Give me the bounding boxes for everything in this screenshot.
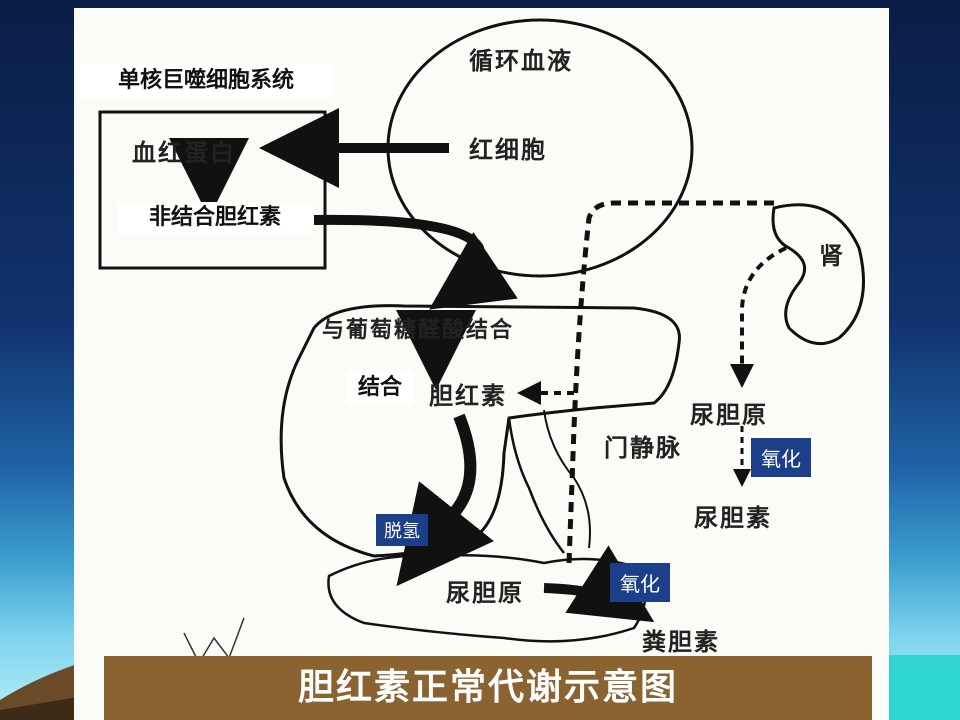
label-stercobilin: 粪胆素 — [642, 628, 720, 656]
kidney-to-uro-dashed — [730, 246, 787, 388]
liver-outline — [279, 304, 681, 558]
label-hemoglobin: 血红蛋白 — [132, 139, 236, 167]
label-urobilin: 尿胆素 — [694, 504, 772, 532]
label-urobilinogen-kidney: 尿胆原 — [690, 401, 768, 429]
label-urobilinogen-gut: 尿胆原 — [446, 579, 524, 607]
label-portal-vein: 门静脉 — [604, 434, 682, 462]
uncon-to-liver-arrow — [313, 214, 518, 310]
hand-sketch — [183, 617, 245, 665]
label-mono-system: 单核巨噬细胞系统 — [80, 64, 332, 98]
label-rbc: 红细胞 — [469, 136, 547, 164]
bili-to-gut-arrow — [396, 413, 494, 587]
label-conjugated: 结合 — [346, 370, 414, 406]
kidney-outline — [771, 203, 865, 346]
teal-decoration — [880, 655, 960, 720]
label-bilirubin: 胆红素 — [429, 382, 507, 410]
uro-to-sterco-arrow — [543, 545, 655, 623]
label-kidney: 肾 — [819, 242, 845, 270]
diagram-drawing — [98, 18, 865, 665]
diagram-canvas: 循环血液 红细胞 血红蛋白 与葡萄糖醛酸结合 胆红素 门静脉 肾 尿胆原 尿胆素… — [74, 8, 889, 720]
tag-dehydrogenation: 脱氢 — [376, 514, 428, 546]
tag-oxidation-kidney: 氧化 — [751, 438, 811, 477]
label-unconjugated: 非结合胆红素 — [118, 202, 312, 234]
tag-oxidation-gut: 氧化 — [610, 563, 670, 602]
mono-system-box — [98, 110, 327, 270]
label-glucuronic: 与葡萄糖醛酸结合 — [322, 318, 515, 343]
enterohepatic-dashed — [566, 200, 779, 564]
label-blood: 循环血液 — [469, 47, 573, 75]
portal-vein-outline — [507, 417, 565, 554]
diagram-title: 胆红素正常代谢示意图 — [104, 656, 872, 720]
